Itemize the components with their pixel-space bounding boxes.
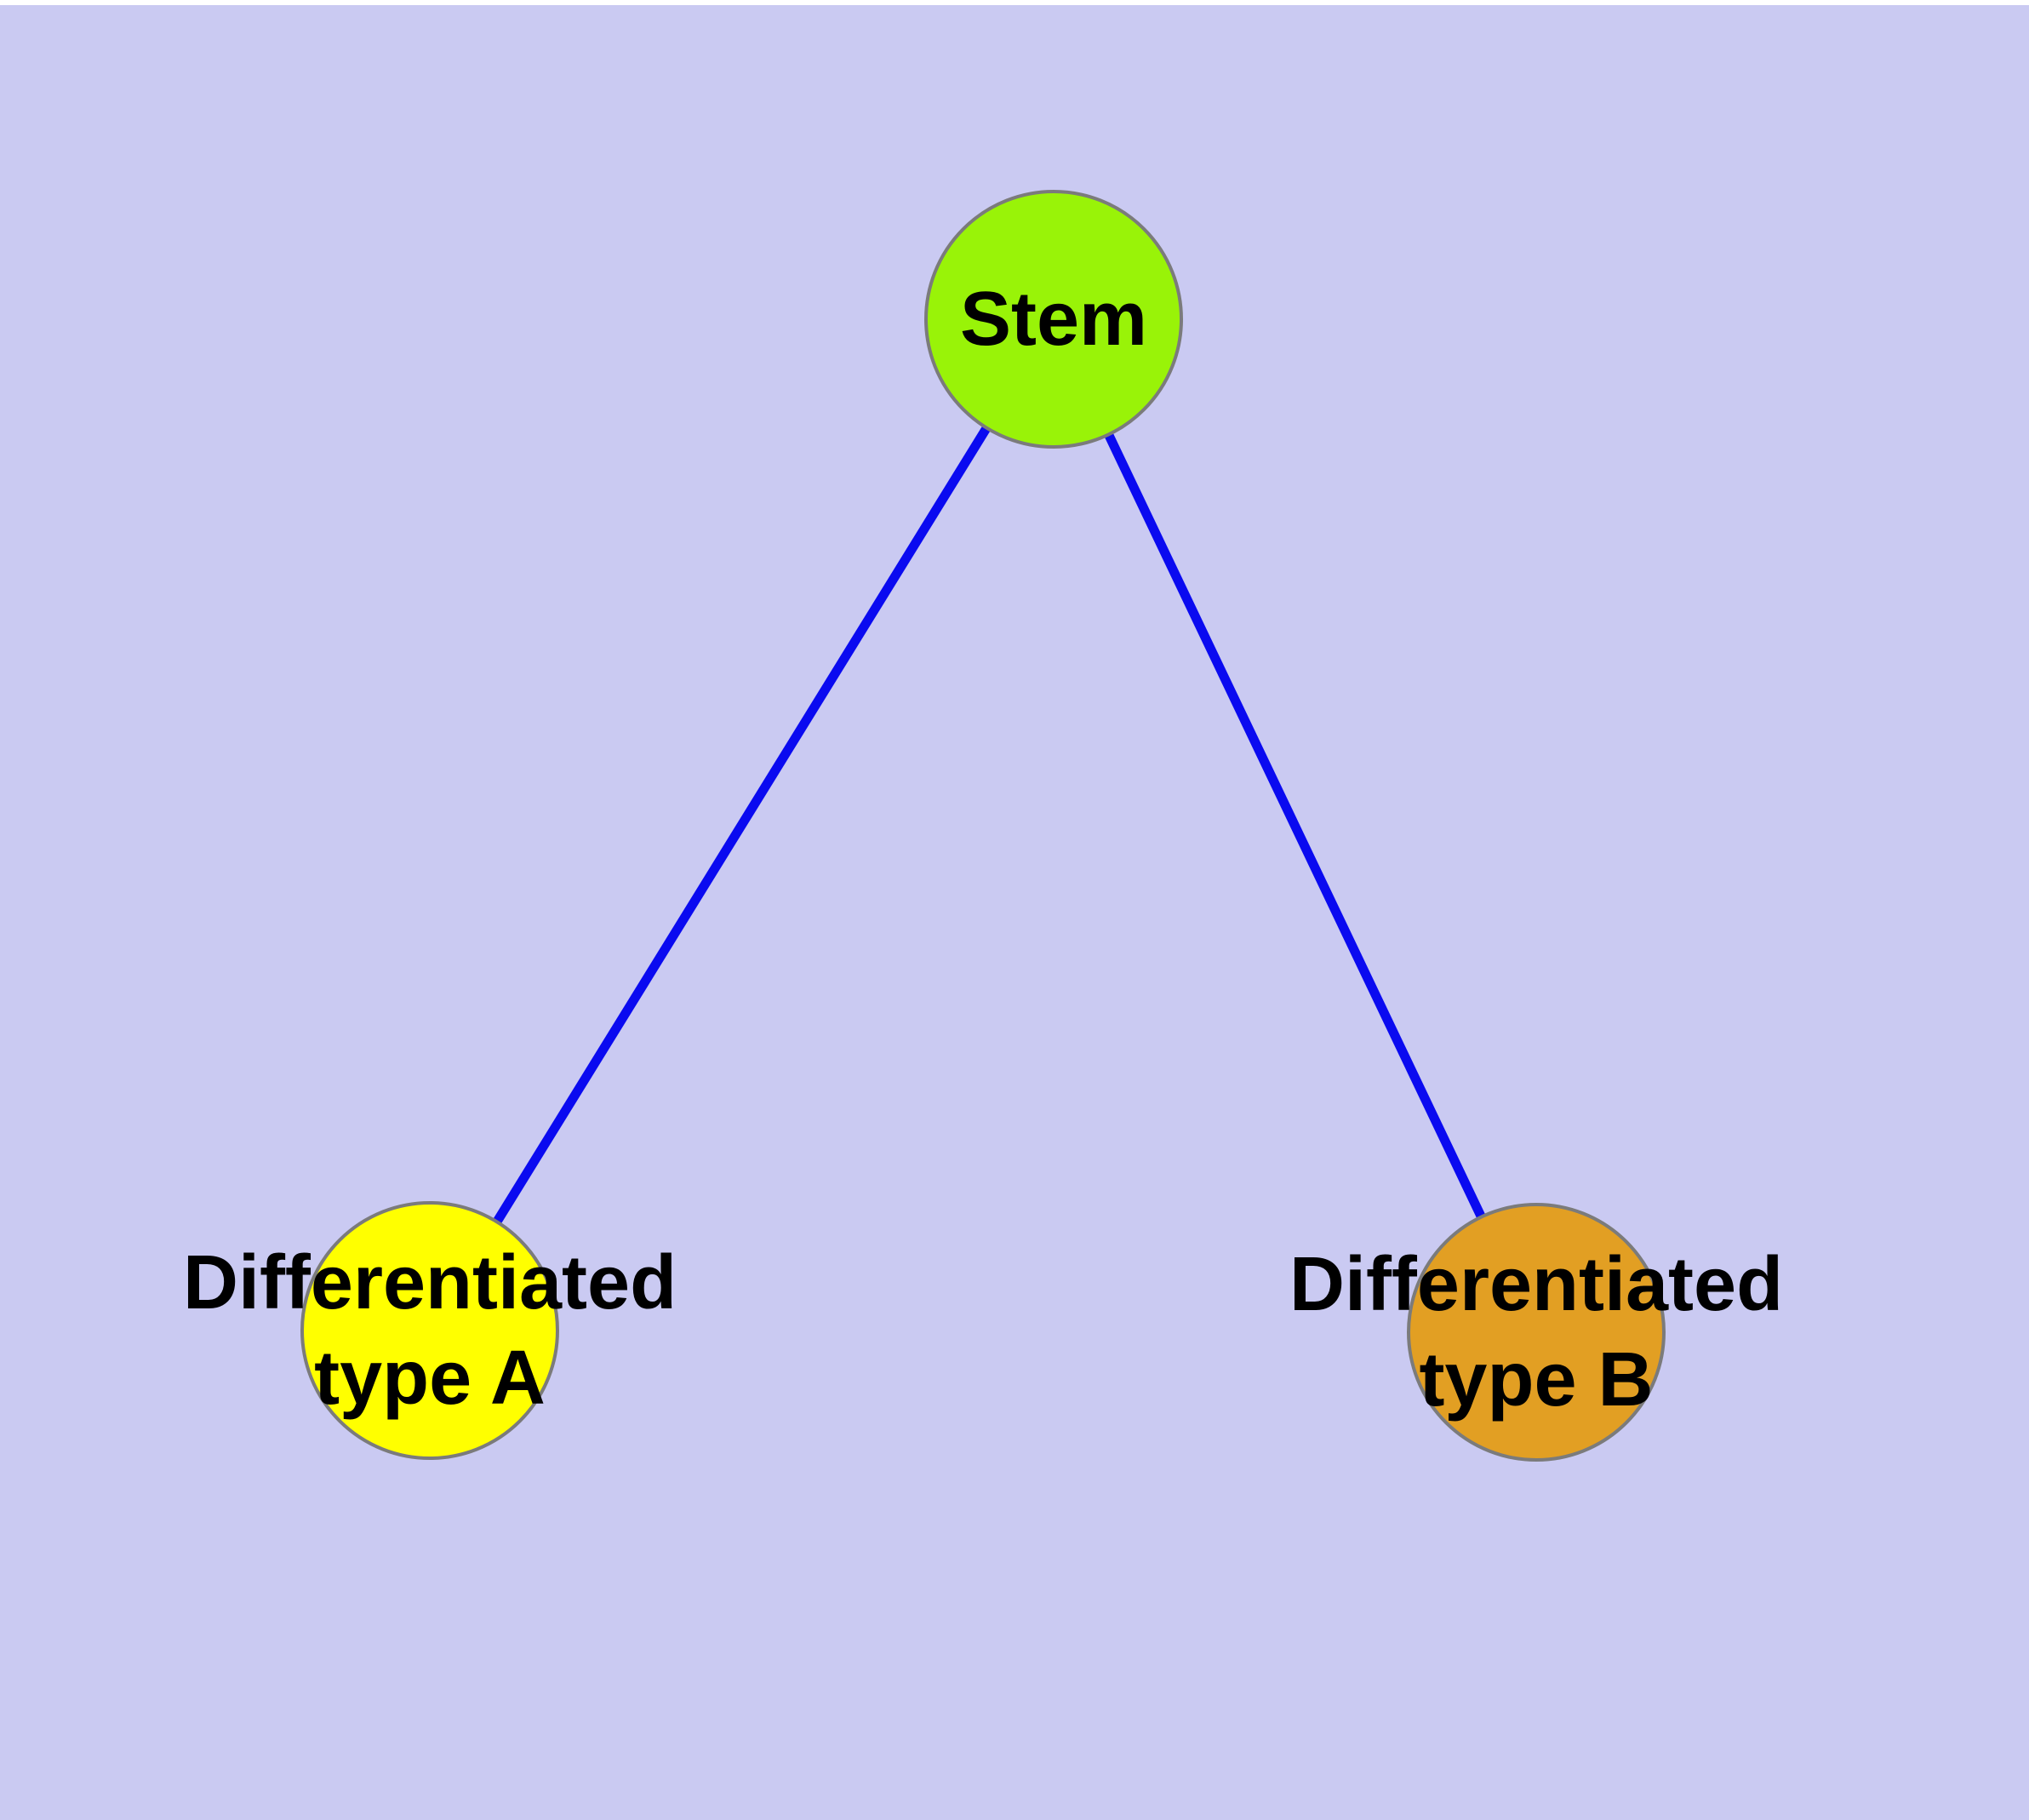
edge-stem-to-type-a <box>426 317 1058 1333</box>
node-differentiated-type-b-circle <box>1407 1203 1666 1462</box>
edge-stem-to-type-b <box>1049 317 1540 1335</box>
node-stem-circle <box>924 190 1183 449</box>
node-differentiated-type-a-circle <box>300 1201 559 1460</box>
